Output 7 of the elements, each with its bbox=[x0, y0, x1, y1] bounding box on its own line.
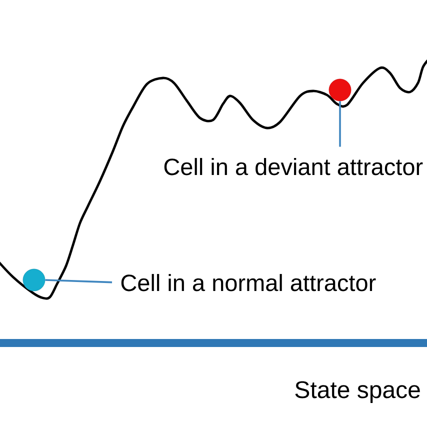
leader-line bbox=[45, 279, 112, 284]
leader-line bbox=[339, 101, 341, 147]
callout-text: Cell in a normal attractor bbox=[121, 274, 376, 292]
axis-label: State space bbox=[295, 381, 420, 403]
callout-text: Cell in a deviant attractor bbox=[164, 158, 423, 176]
ball bbox=[328, 78, 352, 102]
ball bbox=[22, 268, 46, 292]
